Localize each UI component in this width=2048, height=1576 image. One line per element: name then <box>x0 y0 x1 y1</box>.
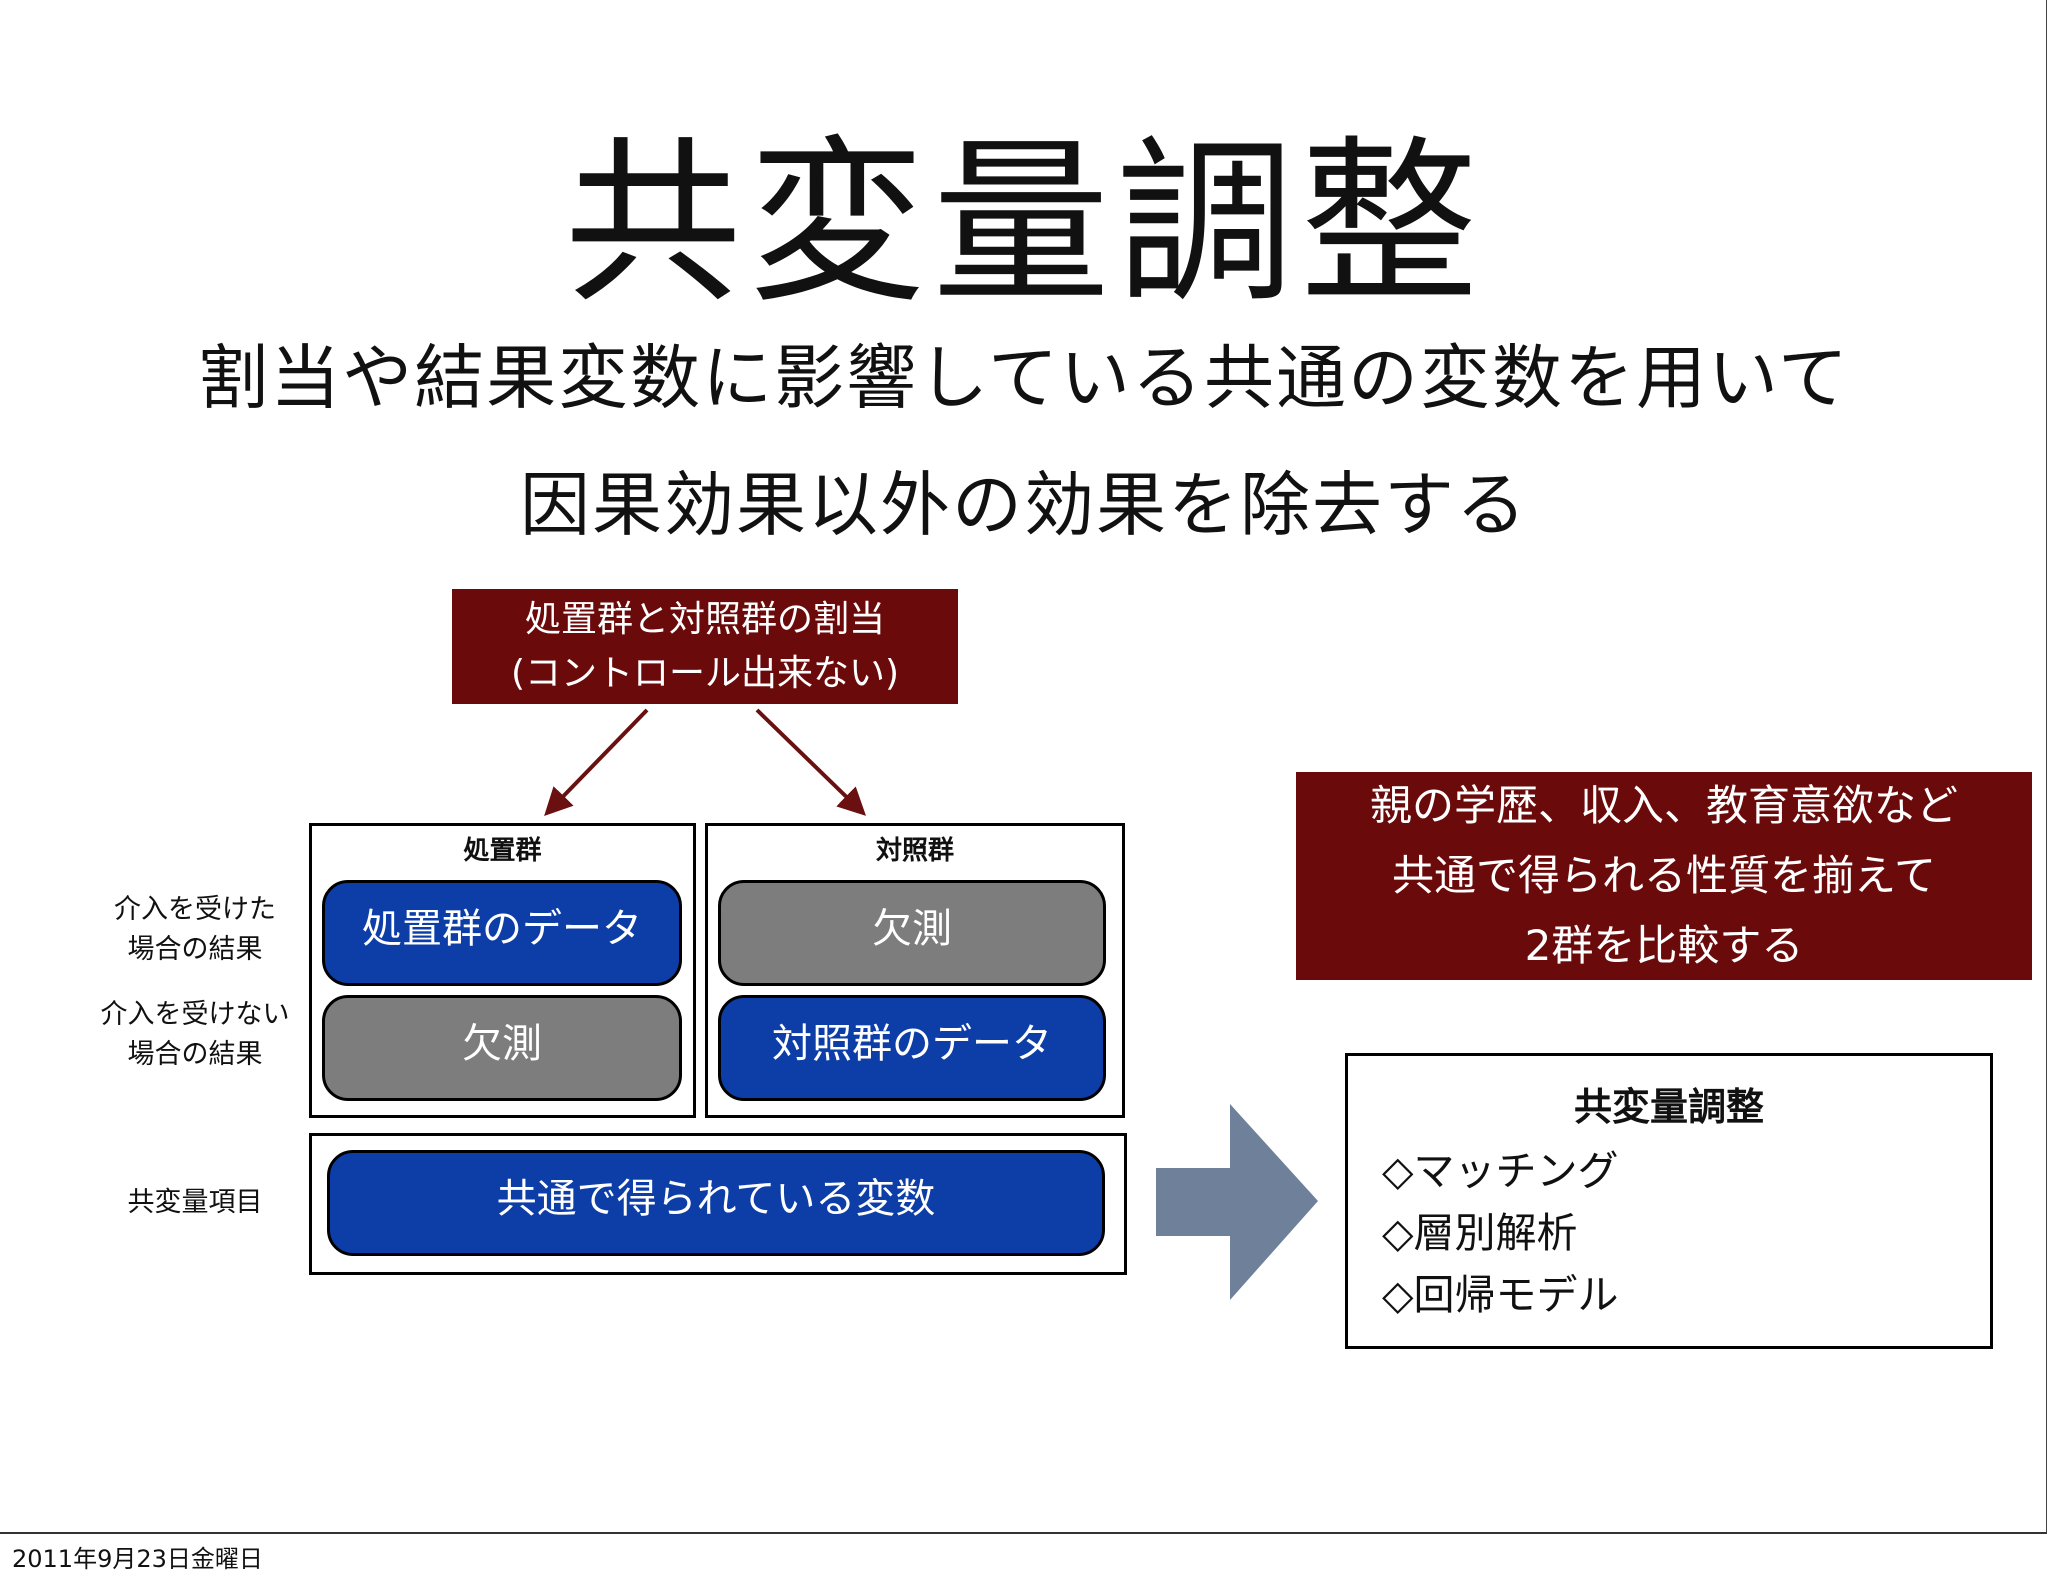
assignment-line-2: (コントロール出来ない) <box>510 652 900 694</box>
slide-title: 共変量調整 <box>564 120 1484 327</box>
method-matching: ◇マッチング <box>1382 1147 1619 1195</box>
control-missing-pill: 欠測 <box>718 880 1106 986</box>
row-label-without-line-2: 場合の結果 <box>127 1039 263 1070</box>
method-regression: ◇回帰モデル <box>1382 1271 1619 1319</box>
note-line-1: 親の学歴、収入、教育意欲など <box>1369 781 1958 830</box>
arrow-to-control <box>755 708 867 816</box>
slide: 共変量調整 割当や結果変数に影響している共通の変数を用いて 因果効果以外の効果を… <box>0 0 2047 1534</box>
treatment-data-pill: 処置群のデータ <box>322 880 682 986</box>
assignment-arrows <box>544 708 1318 1300</box>
note-box: 親の学歴、収入、教育意欲など 共通で得られる性質を揃えて 2群を比較する <box>1296 772 2032 980</box>
assignment-box: 処置群と対照群の割当 (コントロール出来ない) <box>452 589 958 704</box>
row-label-with-line-2: 場合の結果 <box>127 934 263 965</box>
arrow-to-treatment <box>544 708 649 817</box>
control-group-header: 対照群 <box>875 836 954 866</box>
row-label-covariates: 共変量項目 <box>127 1187 263 1218</box>
footer-date: 2011年9月23日金曜日 <box>12 1545 263 1573</box>
covariate-pill: 共通で得られている変数 <box>327 1150 1105 1256</box>
methods-list: ◇マッチング ◇層別解析 ◇回帰モデル <box>1382 1140 1962 1326</box>
row-label-with-line-1: 介入を受けた <box>114 894 276 925</box>
assignment-line-1: 処置群と対照群の割当 <box>524 598 885 640</box>
treatment-missing-pill: 欠測 <box>322 995 682 1101</box>
big-arrow-icon <box>1156 1104 1318 1300</box>
subtitle-line-2: 因果効果以外の効果を除去する <box>520 464 1528 546</box>
row-label-without-line-1: 介入を受けない <box>100 999 290 1030</box>
row-label-with-intervention: 介入を受けた 場合の結果 <box>75 890 315 970</box>
subtitle-line-1: 割当や結果変数に影響している共通の変数を用いて <box>198 337 1850 419</box>
methods-box <box>1345 1053 1993 1349</box>
method-stratification: ◇層別解析 <box>1382 1209 1578 1257</box>
note-line-2: 共通で得られる性質を揃えて <box>1392 851 1936 900</box>
control-data-pill: 対照群のデータ <box>718 995 1106 1101</box>
methods-title: 共変量調整 <box>1573 1085 1764 1129</box>
note-line-3: 2群を比較する <box>1524 921 1804 970</box>
treatment-group-header: 処置群 <box>463 836 542 866</box>
row-label-without-intervention: 介入を受けない 場合の結果 <box>75 995 315 1075</box>
